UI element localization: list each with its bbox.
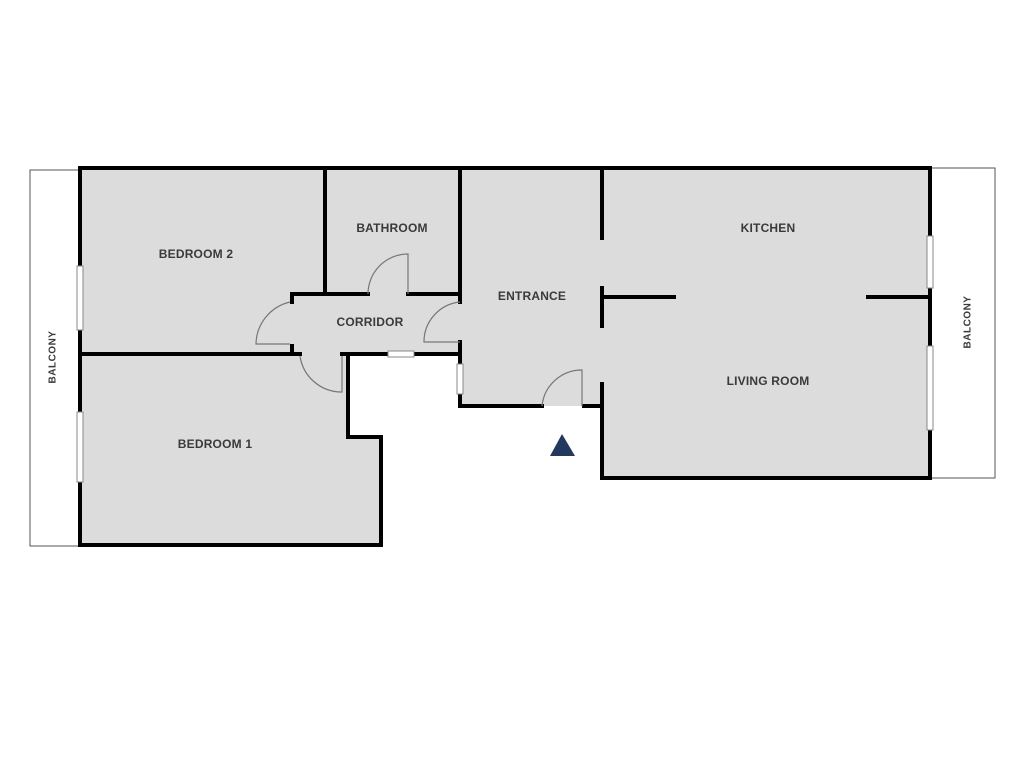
label-living-room: LIVING ROOM (726, 374, 810, 388)
entrance-marker-icon (550, 434, 575, 456)
door-bathroom (367, 253, 409, 295)
door-entrance-corridor (423, 301, 461, 343)
bathroom-area (325, 168, 460, 294)
label-corridor: CORRIDOR (336, 315, 404, 329)
label-bedroom-1: BEDROOM 1 (177, 437, 253, 451)
doors (255, 253, 583, 407)
window-bedroom-2 (76, 265, 84, 331)
windows (76, 235, 934, 483)
room-fills (80, 168, 930, 545)
window-living-room (926, 345, 934, 431)
label-balcony-right: BALCONY (962, 295, 974, 349)
door-bedroom-2 (255, 301, 291, 345)
window-corridor (387, 350, 415, 358)
kitchen-living-area (602, 168, 930, 478)
balcony-right-area (929, 167, 996, 479)
label-balcony-left: BALCONY (47, 330, 59, 384)
window-entrance (456, 363, 464, 395)
entrance-area (460, 168, 602, 406)
balcony-left-area (29, 169, 81, 547)
door-bedroom-1 (299, 355, 343, 393)
bedroom-1-area (80, 354, 381, 545)
label-bathroom: BATHROOM (356, 221, 428, 235)
corridor-area (292, 294, 460, 354)
label-kitchen: KITCHEN (740, 221, 796, 235)
window-bedroom-1 (76, 411, 84, 483)
door-front (541, 369, 583, 407)
bedroom-2-area (80, 168, 325, 354)
walls (78, 166, 932, 547)
window-kitchen (926, 235, 934, 289)
label-entrance: ENTRANCE (497, 289, 567, 303)
label-bedroom-2: BEDROOM 2 (158, 247, 234, 261)
